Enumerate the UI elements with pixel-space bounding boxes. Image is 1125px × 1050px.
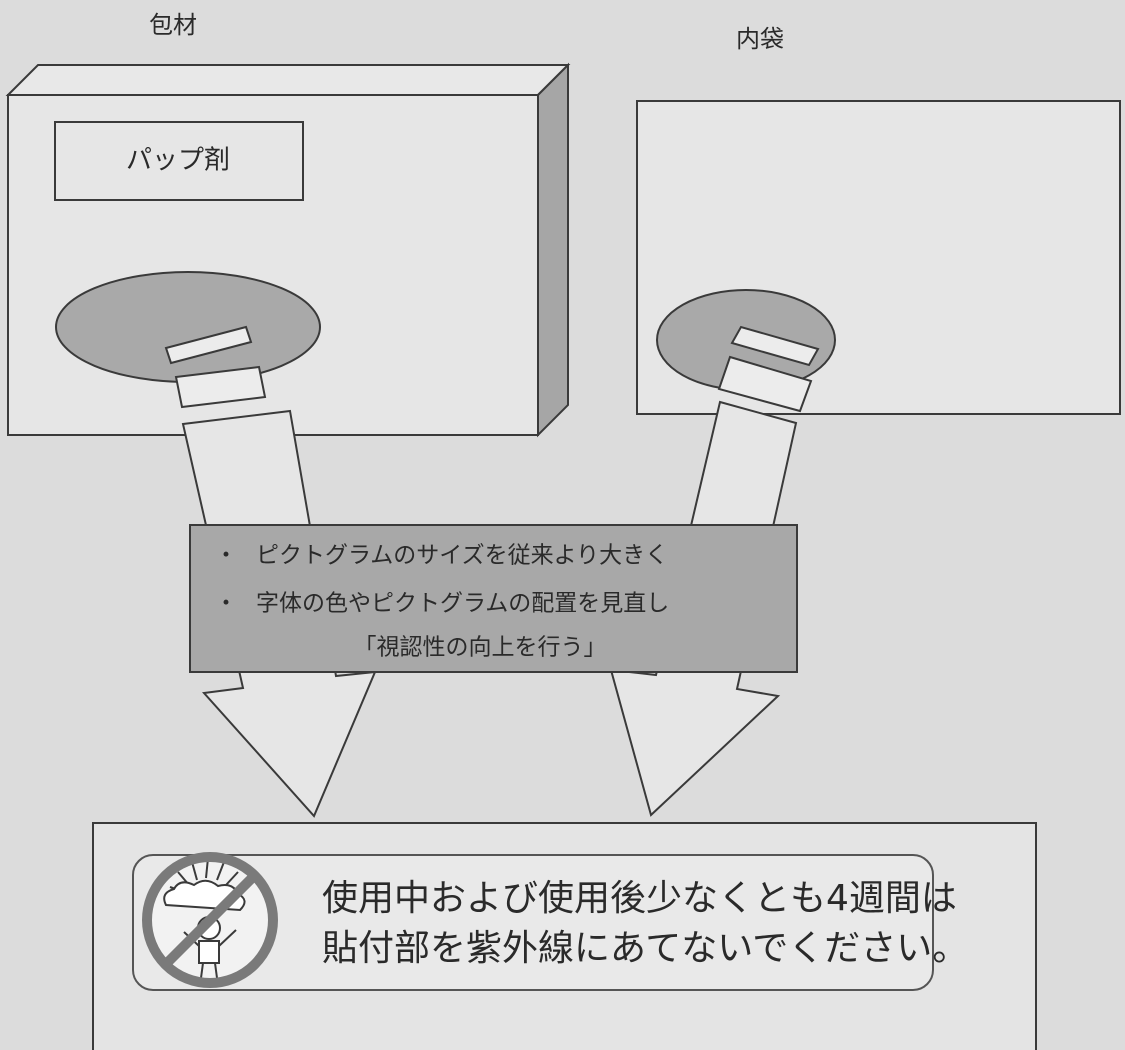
- improvement-notes-box: [189, 524, 798, 673]
- improvement-item-2: 字体の色やピクトグラムの配置を見直し: [256, 591, 669, 617]
- product-name-box: [54, 121, 304, 201]
- magnifier-right-marker: [730, 325, 820, 367]
- outer-package-top-face: [5, 64, 571, 96]
- warning-text-line-2: 貼付部を紫外線にあてないでください。: [322, 928, 968, 969]
- improvement-bullet-1: ・: [215, 543, 238, 569]
- improvement-item-1: ピクトグラムのサイズを従来より大きく: [256, 543, 668, 569]
- magnifier-right: [656, 289, 836, 413]
- outer-package-box: [5, 62, 571, 438]
- magnifier-left-neck: [174, 365, 267, 409]
- magnifier-left: [55, 271, 321, 409]
- outer-package-side-face: [537, 62, 569, 438]
- prohibition-slash: [161, 871, 259, 969]
- prohibition-ring: [142, 852, 278, 988]
- no-sun-exposure-icon: [142, 852, 278, 988]
- improvement-bullet-2: ・: [215, 591, 238, 617]
- warning-label: [132, 854, 934, 991]
- inner-bag-title: 内袋: [736, 25, 784, 53]
- magnifier-left-lens: [55, 271, 321, 383]
- product-name-label: パップ剤: [126, 146, 230, 176]
- warning-text-line-1: 使用中および使用後少なくとも4週間は: [322, 878, 957, 919]
- magnifier-right-neck: [717, 355, 813, 413]
- packaging-title: 包材: [149, 11, 197, 39]
- magnifier-left-marker: [164, 325, 253, 365]
- improvement-summary: 「視認性の向上を行う」: [354, 635, 607, 661]
